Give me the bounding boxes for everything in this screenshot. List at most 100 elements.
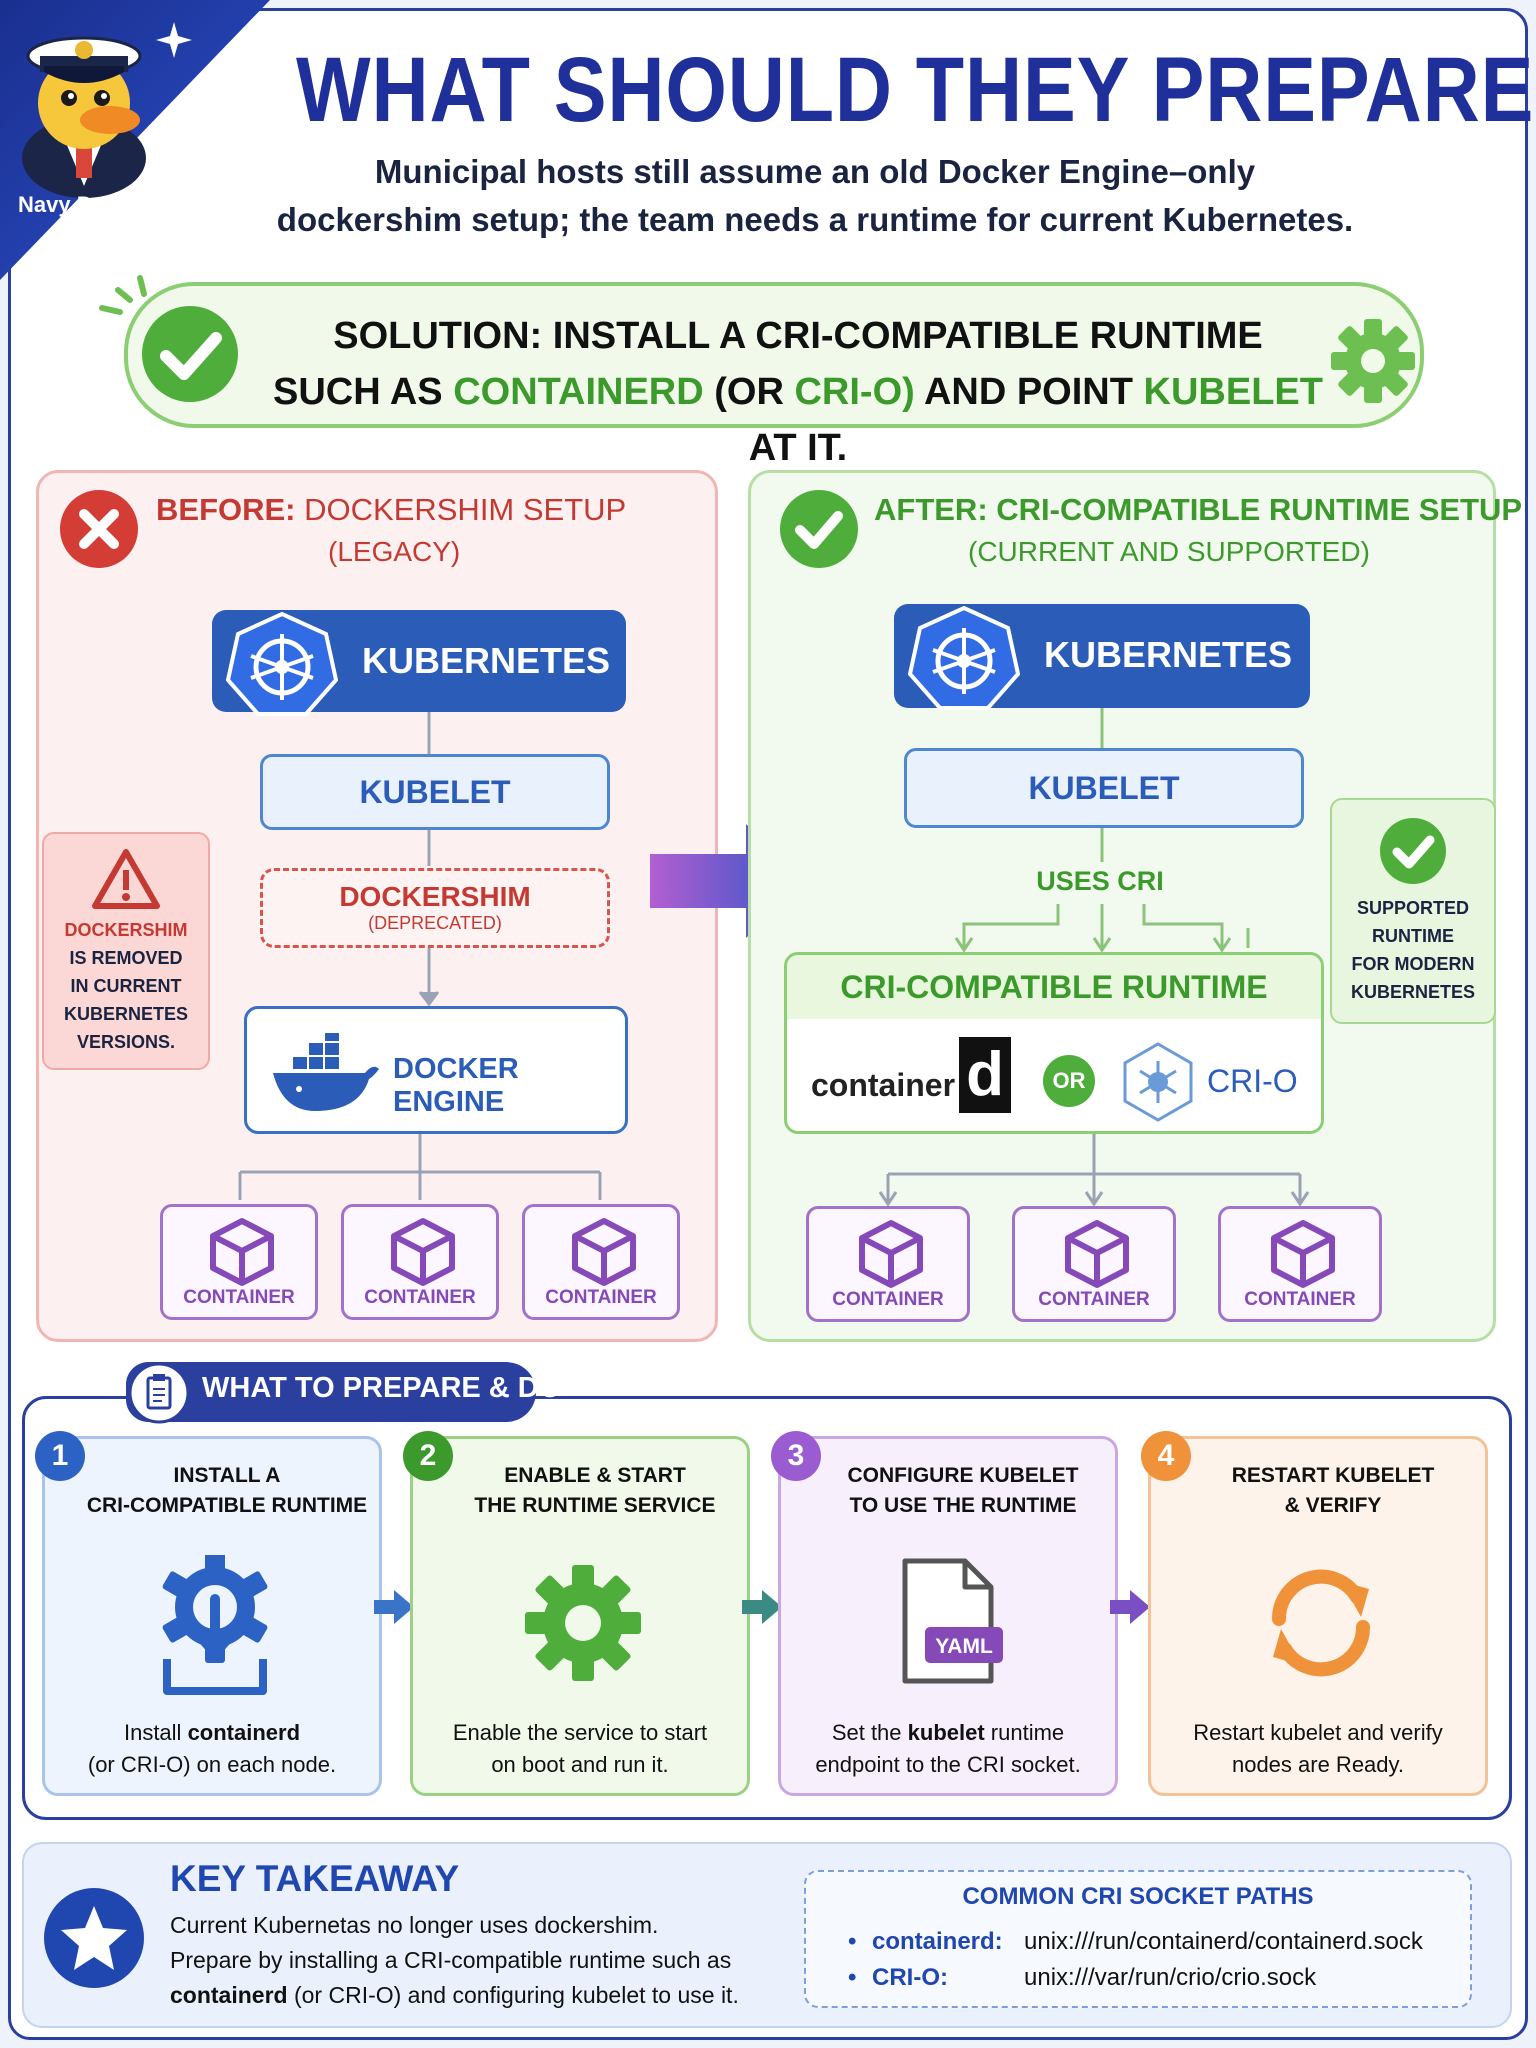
socket-path: unix:///var/run/crio/crio.sock: [1024, 1964, 1317, 1991]
dockershim-label: DOCKERSHIM: [339, 881, 531, 912]
crio-logo-icon: [1123, 1042, 1193, 1122]
step-title-line: THE RUNTIME SERVICE: [474, 1494, 716, 1517]
check-circle-icon: [780, 490, 858, 568]
cri-runtime-box: CRI-COMPATIBLE RUNTIME container d OR CR…: [784, 952, 1324, 1134]
warning-dockershim: DOCKERSHIM: [64, 920, 188, 940]
star-icon: [44, 1888, 144, 1988]
step-desc-line: on boot and run it.: [491, 1752, 669, 1777]
step-enable-service: 2 ENABLE & START THE RUNTIME SERVICE Ena…: [403, 1431, 750, 1796]
or-badge: OR: [1043, 1055, 1095, 1107]
title-question-mark: ?: [1534, 39, 1536, 141]
socket-paths-title: COMMON CRI SOCKET PATHS: [962, 1883, 1314, 1910]
step-number: 1: [35, 1431, 85, 1481]
supported-line: RUNTIME: [1372, 926, 1454, 946]
warning-line: VERSIONS.: [76, 1032, 176, 1052]
dockershim-removed-callout: DOCKERSHIM IS REMOVED IN CURRENT KUBERNE…: [42, 832, 210, 1070]
after-connectors: [878, 708, 1310, 1207]
dockershim-box: DOCKERSHIM (DEPRECATED): [260, 868, 610, 948]
before-title: BEFORE: DOCKERSHIM SETUP: [156, 492, 627, 527]
prepare-heading: WHAT TO PREPARE & DO: [202, 1372, 562, 1404]
step-desc-line: endpoint to the CRI socket.: [815, 1752, 1081, 1777]
check-circle-icon: [1380, 818, 1446, 884]
step-title: RESTART KUBELET & VERIFY: [1191, 1461, 1475, 1521]
check-circle-icon: [142, 306, 238, 402]
takeaway-text: Current Kubernetas no longer uses docker…: [170, 1908, 790, 2013]
after-kubernetes-box: KUBERNETES: [894, 604, 1310, 710]
step-title: INSTALL A CRI-COMPATIBLE RUNTIME: [85, 1461, 369, 1521]
badge-label: Navy Duck: [18, 192, 131, 217]
takeaway-line: Current Kubernetas no longer uses docker…: [170, 1912, 659, 1938]
container-cube-icon: [859, 1220, 923, 1288]
warning-triangle-icon: [92, 849, 160, 909]
warning-line: IN CURRENT: [70, 976, 182, 996]
step-number: 4: [1141, 1431, 1191, 1481]
step-arrow-icon: [742, 1590, 782, 1624]
step-description: Restart kubelet and verify nodes are Rea…: [1157, 1717, 1479, 1781]
warning-line: KUBERNETES: [63, 1004, 188, 1024]
x-circle-icon: [60, 490, 138, 568]
container-label: CONTAINER: [183, 1287, 295, 1308]
supported-runtime-callout: SUPPORTED RUNTIME FOR MODERN KUBERNETES: [1330, 798, 1496, 1024]
container-cube-icon: [572, 1218, 636, 1286]
subtitle-line-1: Municipal hosts still assume an old Dock…: [374, 153, 1256, 190]
step-title-line: TO USE THE RUNTIME: [849, 1494, 1077, 1517]
docker-engine-box: DOCKER ENGINE: [244, 1006, 628, 1134]
step-number: 2: [403, 1431, 453, 1481]
after-kubelet-box: KUBELET: [904, 748, 1304, 828]
before-kubernetes-box: KUBERNETES: [212, 610, 626, 716]
step-configure-kubelet: 3 CONFIGURE KUBELET TO USE THE RUNTIME Y…: [771, 1431, 1118, 1796]
step-title-line: ENABLE & START: [504, 1464, 686, 1487]
after-container-2: CONTAINER: [1012, 1206, 1176, 1322]
step-title-line: CONFIGURE KUBELET: [847, 1464, 1079, 1487]
dockershim-deprecated-note: (DEPRECATED): [368, 913, 502, 933]
supported-line: KUBERNETES: [1350, 982, 1475, 1002]
after-subtitle: (CURRENT AND SUPPORTED): [968, 536, 1370, 567]
supported-line: SUPPORTED: [1356, 898, 1470, 918]
after-container-3: CONTAINER: [1218, 1206, 1382, 1322]
after-kubernetes-label: KUBERNETES: [1044, 634, 1293, 675]
step-title-line: & VERIFY: [1284, 1494, 1382, 1517]
bullet-icon: •: [848, 1928, 857, 1955]
crio-label: CRI-O: [1207, 1063, 1298, 1099]
socket-paths-box: [804, 1870, 1472, 2008]
step-desc-line: Restart kubelet and verify: [1193, 1720, 1443, 1745]
step-arrow-icon: [1110, 1590, 1150, 1624]
container-label: CONTAINER: [1244, 1289, 1356, 1310]
container-cube-icon: [1065, 1220, 1129, 1288]
step-title: ENABLE & START THE RUNTIME SERVICE: [453, 1461, 737, 1521]
cri-runtime-heading: CRI-COMPATIBLE RUNTIME: [787, 955, 1321, 1019]
socket-path: unix:///run/containerd/containerd.sock: [1024, 1928, 1423, 1955]
step-install-runtime: 1 INSTALL A CRI-COMPATIBLE RUNTIME Insta…: [35, 1431, 382, 1796]
container-cube-icon: [1271, 1220, 1335, 1288]
socket-name: CRI-O:: [872, 1964, 948, 1991]
takeaway-line: containerd (or CRI-O) and configuring ku…: [170, 1982, 739, 2008]
docker-whale-icon: [273, 1033, 379, 1111]
before-connectors: [238, 712, 602, 1200]
page-subtitle: Municipal hosts still assume an old Dock…: [200, 148, 1430, 244]
prepare-section-tab: [126, 1362, 536, 1422]
gear-icon: [525, 1565, 641, 1681]
refresh-icon: [1271, 1569, 1371, 1677]
solution-line-1: SOLUTION: INSTALL A CRI-COMPATIBLE RUNTI…: [333, 315, 1263, 357]
sparkle-icon: [156, 22, 192, 58]
container-cube-icon: [391, 1218, 455, 1286]
step-title: CONFIGURE KUBELET TO USE THE RUNTIME: [821, 1461, 1105, 1521]
after-title: AFTER: CRI-COMPATIBLE RUNTIME SETUP: [874, 492, 1523, 527]
before-kubelet-box: KUBELET: [260, 754, 610, 830]
before-subtitle: (LEGACY): [328, 536, 461, 567]
step-description: Install containerd (or CRI-O) on each no…: [51, 1717, 373, 1781]
container-label: CONTAINER: [364, 1287, 476, 1308]
kubernetes-helm-icon: [226, 612, 338, 716]
containerd-logo-text: container: [811, 1067, 956, 1103]
takeaway-line: Prepare by installing a CRI-compatible r…: [170, 1947, 732, 1973]
takeaway-title: KEY TAKEAWAY: [170, 1858, 460, 1899]
yaml-file-icon: [902, 1558, 1003, 1684]
before-container-1: CONTAINER: [160, 1204, 318, 1320]
step-restart-verify: 4 RESTART KUBELET & VERIFY Restart kubel…: [1141, 1431, 1488, 1796]
uses-cri-label: USES CRI: [1000, 866, 1200, 897]
before-kubernetes-label: KUBERNETES: [362, 640, 611, 681]
gear-icon: [1331, 319, 1415, 403]
highlight-strokes-icon: [99, 275, 147, 315]
warning-line: IS REMOVED: [69, 948, 183, 968]
container-label: CONTAINER: [832, 1289, 944, 1310]
